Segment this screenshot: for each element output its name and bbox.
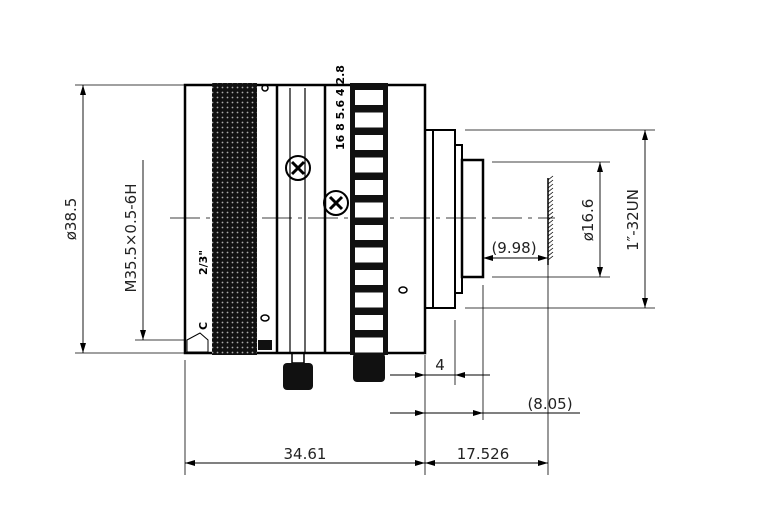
rear-protrusion-dim: (8.05) [527, 395, 572, 413]
scale-slot [355, 135, 383, 150]
image-plane [547, 175, 554, 265]
hatch-line [547, 191, 554, 197]
mount-step-dim: 4 [435, 356, 445, 374]
mount-thread-dim: 1″-32UN [624, 189, 642, 251]
hatch-line [547, 215, 554, 221]
scale-slot [355, 247, 383, 263]
hatch-line [547, 187, 554, 193]
hatch-line [547, 211, 554, 217]
hatch-line [547, 219, 554, 225]
scale-slot [355, 292, 383, 308]
screw-icon [285, 155, 311, 181]
body-length-dim: 34.61 [284, 445, 327, 463]
scale-slot [355, 180, 383, 195]
hatch-line [547, 199, 554, 205]
front-thread-dim: M35.5×0.5-6H [122, 184, 140, 293]
lock-screw-knob [283, 352, 313, 390]
hatch-line [547, 175, 554, 181]
c-mount [424, 129, 485, 309]
hatch-line [547, 207, 554, 213]
mount-label: C [197, 322, 210, 330]
scale-slot [355, 337, 383, 353]
scale-slot [355, 225, 383, 240]
focus-knurl-ring [212, 83, 257, 355]
hatch-line [547, 223, 554, 229]
format-label: 2/3" [197, 250, 210, 275]
outer-diameter-dim: ø38.5 [62, 198, 80, 241]
hatch-line [547, 239, 554, 245]
lock-screw-knob [353, 353, 385, 382]
scale-slot [355, 157, 383, 173]
scale-slot [355, 315, 383, 330]
flange-distance-dim: 17.526 [457, 445, 510, 463]
rear-diameter-dim: ø16.6 [579, 199, 597, 242]
hatch-line [547, 255, 554, 261]
hatch-line [547, 231, 554, 237]
lens-body: 16 8 5.6 4 2.8 2/3" C [183, 65, 427, 390]
hatch-line [547, 203, 554, 209]
hatch-line [547, 179, 554, 185]
hatch-line [547, 227, 554, 233]
back-focal-dim: (9.98) [491, 239, 536, 257]
hatch-line [547, 251, 554, 257]
hatch-line [547, 183, 554, 189]
scale-slot [355, 270, 383, 285]
scale-slot [355, 202, 383, 218]
hatch-line [547, 247, 554, 253]
scale-slot [355, 90, 383, 105]
aperture-scale-label: 16 8 5.6 4 2.8 [334, 65, 347, 150]
scale-slot [355, 112, 383, 128]
hatch-line [547, 195, 554, 201]
hatch-line [547, 235, 554, 241]
hatch-line [547, 243, 554, 249]
screw-icon [323, 190, 349, 216]
